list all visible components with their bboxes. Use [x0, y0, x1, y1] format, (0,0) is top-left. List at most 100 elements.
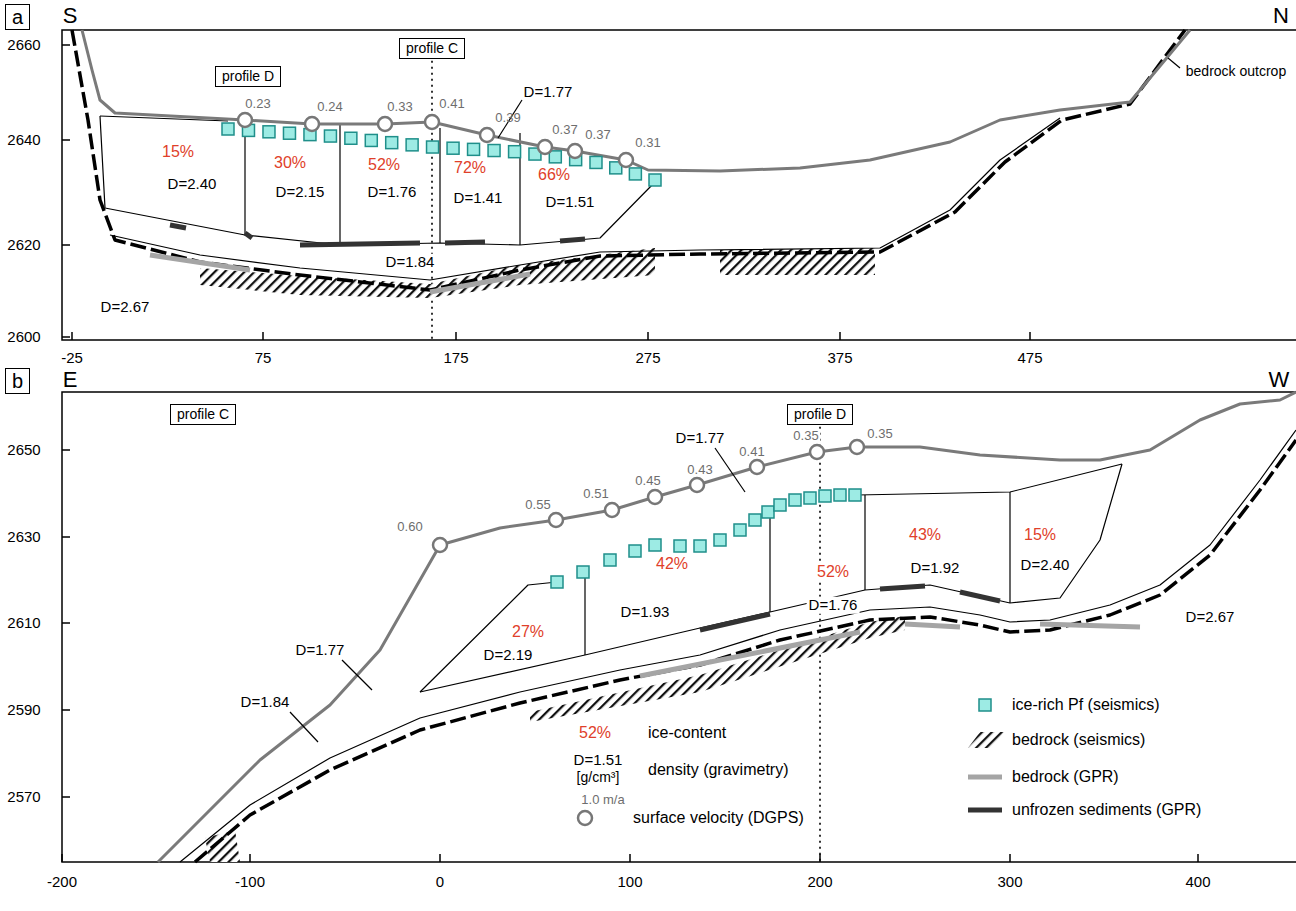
velocity-point	[549, 513, 563, 527]
ice-rich-pf-marker	[789, 494, 801, 506]
density-value: D=1.76	[807, 597, 860, 614]
unfrozen-gpr	[300, 243, 420, 245]
bedrock-seismics	[530, 616, 905, 722]
velocity-point	[850, 440, 864, 454]
annotation-text: bedrock outcrop	[1186, 64, 1286, 79]
legend-text: surface velocity (DGPS)	[633, 809, 804, 827]
ice-content-value: 66%	[538, 166, 570, 184]
profile-crossing-line	[431, 61, 433, 340]
ice-content-value: 27%	[512, 623, 544, 641]
velocity-value: 0.23	[245, 97, 270, 111]
ice-content-value: 42%	[656, 555, 688, 573]
ice-rich-pf-marker	[447, 142, 459, 154]
ice-content-value: 15%	[1024, 526, 1056, 544]
ice-content-value: 43%	[909, 526, 941, 544]
box-text: profile C	[177, 406, 229, 422]
ice-rich-pf-marker	[427, 141, 439, 153]
direction-letter: E	[63, 368, 78, 392]
ice-rich-pf-marker	[649, 174, 661, 186]
density-value: D=1.77	[676, 430, 725, 447]
permafrost-body	[100, 116, 655, 245]
density-value: D=1.93	[621, 604, 670, 621]
velocity-point	[305, 117, 319, 131]
permafrost-top	[857, 464, 1122, 495]
axis-tick	[62, 536, 70, 538]
density-value: D=1.51	[546, 194, 595, 211]
density-value: D=2.15	[276, 184, 325, 201]
unfrozen-gpr	[245, 233, 252, 238]
cell-wall	[339, 125, 340, 245]
velocity-value: 0.60	[397, 520, 422, 534]
axis-tick-label: 275	[635, 350, 660, 367]
velocity-value: 0.35	[791, 429, 820, 443]
box-text: profile D	[222, 68, 274, 84]
bedrock-seismics	[205, 830, 240, 862]
ground-surface	[82, 30, 1190, 171]
panel-letter-box: a	[5, 4, 30, 30]
ice-rich-pf-marker	[804, 492, 816, 504]
axis-tick-label: 200	[807, 874, 832, 891]
ice-rich-pf-marker	[674, 540, 686, 552]
axis-tick-label: 2570	[7, 789, 40, 806]
ice-rich-pf-marker	[324, 130, 336, 142]
velocity-point	[538, 140, 552, 154]
ice-rich-pf-marker	[649, 539, 661, 551]
velocity-value: 0.45	[635, 474, 660, 488]
cell-wall	[439, 128, 440, 243]
velocity-point	[578, 811, 592, 825]
axis-tick-label: 300	[997, 874, 1022, 891]
profile-label-box: profile D	[215, 66, 281, 87]
ice-content-value: 52%	[579, 724, 611, 742]
ice-content-value: 52%	[815, 563, 851, 581]
velocity-value: 0.41	[439, 97, 464, 111]
panel-frame	[62, 392, 1296, 862]
axis-tick-label: 2620	[7, 237, 40, 254]
axis-tick	[455, 332, 457, 340]
density-value: D=2.40	[168, 176, 217, 193]
ice-rich-pf-marker	[263, 126, 275, 138]
density-value: D=1.84	[241, 694, 290, 711]
ice-rich-pf-marker	[468, 143, 480, 155]
axis-tick	[839, 332, 841, 340]
axis-tick-label: 475	[1017, 350, 1042, 367]
axis-tick-label: 2650	[7, 442, 40, 459]
ice-rich-pf-marker	[386, 137, 398, 149]
leader-line	[290, 712, 318, 742]
ice-rich-pf-marker	[406, 139, 418, 151]
density-value: D=2.67	[101, 299, 150, 316]
annotation-text: [g/cm³]	[577, 770, 620, 785]
ice-rich-pf-marker	[365, 134, 377, 146]
velocity-value: 0.33	[387, 100, 412, 114]
density-value: D=1.77	[296, 642, 345, 659]
cell-wall	[864, 495, 865, 590]
unfrozen-gpr	[700, 614, 770, 630]
velocity-value: 0.51	[583, 487, 608, 501]
axis-tick	[249, 854, 251, 862]
velocity-point	[810, 445, 824, 459]
velocity-value: 0.35	[867, 427, 892, 441]
axis-tick	[62, 139, 70, 141]
axis-tick-label: 2610	[7, 615, 40, 632]
ice-rich-pf-marker	[283, 127, 295, 139]
velocity-point	[568, 144, 582, 158]
axis-tick	[1029, 332, 1031, 340]
axis-tick	[61, 854, 63, 862]
unfrozen-gpr	[445, 242, 485, 243]
velocity-point	[690, 478, 704, 492]
cell-wall	[1009, 492, 1010, 603]
axis-tick	[62, 244, 70, 246]
ice-rich-pf-marker	[849, 489, 861, 501]
profile-label-box: profile D	[787, 404, 853, 425]
axis-tick-label: -100	[235, 874, 265, 891]
legend-line-sample	[968, 808, 1002, 813]
ice-content-value: 30%	[274, 154, 306, 172]
velocity-value: 0.43	[687, 463, 712, 477]
unfrozen-gpr	[960, 592, 1000, 601]
velocity-point	[619, 153, 633, 167]
panel-frame	[62, 30, 1296, 340]
profile-label-box: profile C	[170, 404, 236, 425]
bedrock-boundary	[72, 30, 1185, 290]
leader-line	[1168, 58, 1180, 68]
bedrock-gpr	[430, 274, 530, 292]
ice-content-value: 72%	[454, 159, 486, 177]
